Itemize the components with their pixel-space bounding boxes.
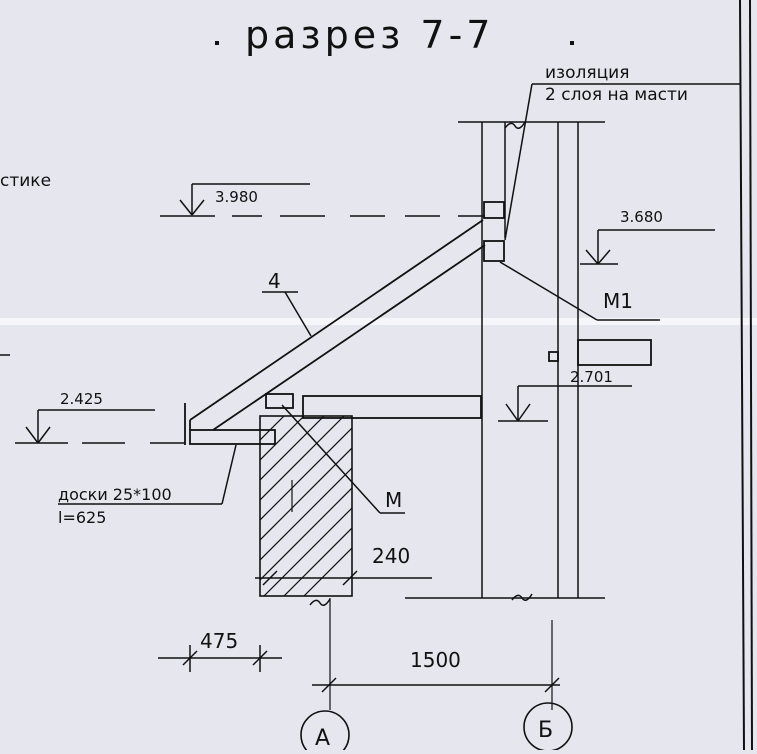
dim-240-value: 240: [372, 544, 410, 568]
dim-475-value: 475: [200, 629, 238, 653]
level-2701: [498, 385, 632, 422]
axis-lines: [329, 598, 553, 710]
dim-240: [255, 570, 432, 586]
level-2425-value: 2.425: [60, 390, 103, 408]
level-3980: [160, 183, 485, 217]
rafter: [189, 219, 486, 431]
section-title: разрез 7-7: [245, 13, 494, 57]
level-3980-value: 3.980: [215, 188, 258, 206]
wall-break-mark: [309, 598, 331, 606]
axis-a-label: А: [315, 726, 330, 750]
wall-top-blocks: [483, 201, 505, 262]
level-2425: [15, 409, 185, 444]
title-dot-left: [215, 41, 219, 45]
dim-1500-value: 1500: [410, 648, 461, 672]
axis-bubble-b: Б: [523, 702, 573, 752]
eave-board: [184, 403, 276, 445]
axis-bubble-a: А: [300, 710, 350, 754]
horizontal-beam: [265, 393, 482, 419]
dim-1500: [312, 677, 560, 693]
dim-475: [158, 645, 282, 672]
level-3680: [580, 229, 715, 265]
insulation-callout: изоляция 2 слоя на масти: [504, 63, 740, 241]
lintel-m1-callout: [499, 261, 660, 321]
brick-wall-hatched: [259, 415, 353, 597]
level-2701-value: 2.701: [570, 368, 613, 386]
paper-fold: [0, 318, 757, 325]
rafter-mark-leader: [262, 291, 312, 337]
level-3680-value: 3.680: [620, 208, 663, 226]
rafter-mark: 4: [268, 269, 281, 293]
left-cut-text: стике: [0, 171, 51, 191]
lintel-m1-label: М1: [603, 289, 633, 313]
sheet-frame: [739, 0, 753, 751]
insulation-note-line1: изоляция: [545, 63, 629, 83]
boards-note-leader: [58, 444, 237, 505]
axis-b-label: Б: [538, 718, 553, 743]
lintel-m-callout: [281, 404, 405, 514]
lintel-m-label: М: [385, 488, 402, 512]
boards-note-line1: доски 25*100: [58, 485, 172, 504]
title-dot-right: [570, 41, 574, 45]
wall-beam: [548, 339, 652, 366]
insulation-note-line2: 2 слоя на масти: [545, 85, 688, 105]
main-wall: [405, 121, 605, 601]
boards-note-line2: l=625: [58, 508, 106, 527]
